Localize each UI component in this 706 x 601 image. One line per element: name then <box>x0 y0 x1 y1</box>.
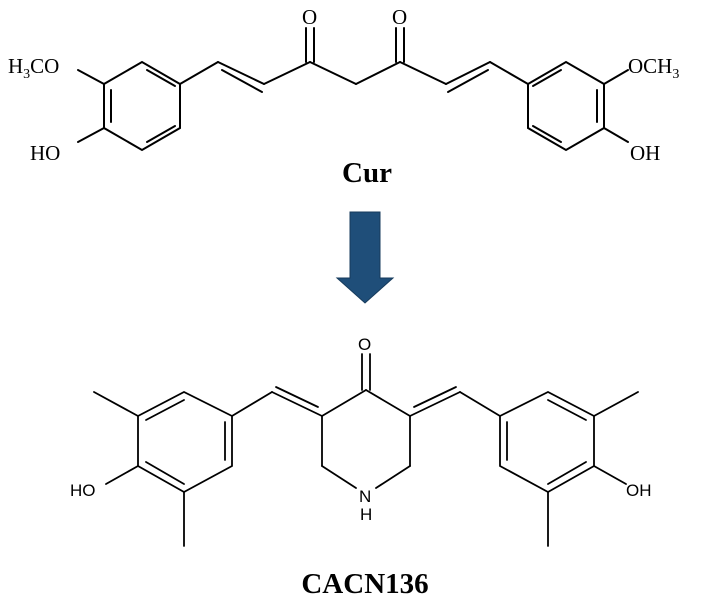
label-amine-n: N <box>359 487 371 506</box>
left-phenol-ring <box>93 390 233 547</box>
label-carbonyl: O <box>358 335 371 354</box>
label-carbonyl-1: O <box>302 5 317 29</box>
bond-right-hydroxy <box>603 127 629 143</box>
bond-right-methoxy <box>603 69 629 85</box>
bond-right-methyl-top <box>593 391 639 417</box>
label-right-methoxy: OCH3 <box>628 54 679 82</box>
molecule-name-bottom: CACN136 <box>301 568 428 600</box>
cacn136-structure: O N H HO OH <box>70 335 652 547</box>
label-left-hydroxy: HO <box>30 141 60 165</box>
reaction-arrow <box>335 211 395 304</box>
bond-right-hydroxy <box>593 465 627 485</box>
piperidinone-ring <box>321 353 411 489</box>
label-right-hydroxy: OH <box>630 141 660 165</box>
bond-left-methyl-top <box>93 391 139 417</box>
heptadienone-chain <box>179 27 529 93</box>
right-aryl-ring <box>527 60 605 152</box>
bond-left-hydroxy <box>105 465 139 485</box>
label-left-hydroxy: HO <box>70 481 96 500</box>
left-aryl-ring <box>103 60 181 152</box>
molecule-name-top: Cur <box>342 157 392 189</box>
label-left-methoxy: H3CO <box>8 54 59 82</box>
right-phenol-ring <box>499 390 639 547</box>
label-amine-h: H <box>360 505 372 524</box>
bond-right-exo <box>409 391 461 417</box>
bond-left-methoxy <box>77 69 105 85</box>
label-right-hydroxy: OH <box>626 481 652 500</box>
curcumin-structure: H3CO HO O O OCH3 OH <box>8 5 679 165</box>
label-carbonyl-2: O <box>392 5 407 29</box>
bond-left-hydroxy <box>77 127 105 143</box>
bond-left-exo <box>271 391 323 417</box>
